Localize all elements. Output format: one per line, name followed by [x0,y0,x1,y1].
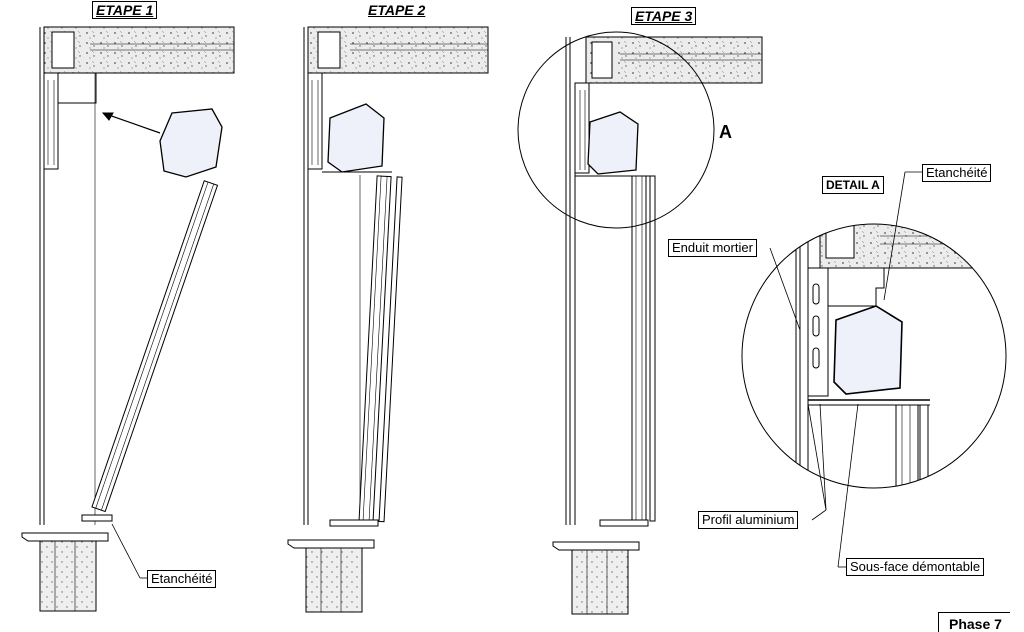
step3-sill [552,541,640,551]
step3-guide-frame [574,82,590,174]
step1-arrow [102,112,161,134]
phase-label: Phase 7 [938,612,1010,632]
underside-label: Sous-face démontable [846,558,985,576]
seal-detail-leader [883,171,906,301]
seal-detail-label: Etanchéité [922,164,992,182]
step1-seal-leader [111,523,141,579]
detail-a-callout-circle [517,31,715,229]
detail-a-circle [741,223,1007,489]
step2-title: ETAPE 2 [368,2,426,18]
step1-drawing [21,26,235,612]
step2-sill [287,539,375,549]
step2-guide-frame [307,72,323,170]
detail-a-drawing [741,171,1007,568]
step1-roller-box [159,108,223,178]
step3-roller-box [587,111,639,175]
detail-roller-box [833,305,903,395]
step3-drawing [517,31,763,615]
step1-title: ETAPE 1 [92,1,158,19]
step1-sill [21,532,109,542]
seal-step1-label: Etanchéité [147,570,217,588]
mortar-label: Enduit mortier [668,239,757,257]
alu-profile-label: Profil aluminium [698,511,799,529]
detail-title: DETAIL A [822,176,884,194]
detail-callout-letter: A [719,122,732,142]
mortar-leader [769,247,801,331]
step1-guide-frame [43,72,59,170]
alu-profile-leader [811,509,827,521]
step2-drawing [287,26,489,613]
step3-title: ETAPE 3 [631,7,697,25]
step2-roller-box [327,103,385,173]
underside-leader [837,403,859,568]
